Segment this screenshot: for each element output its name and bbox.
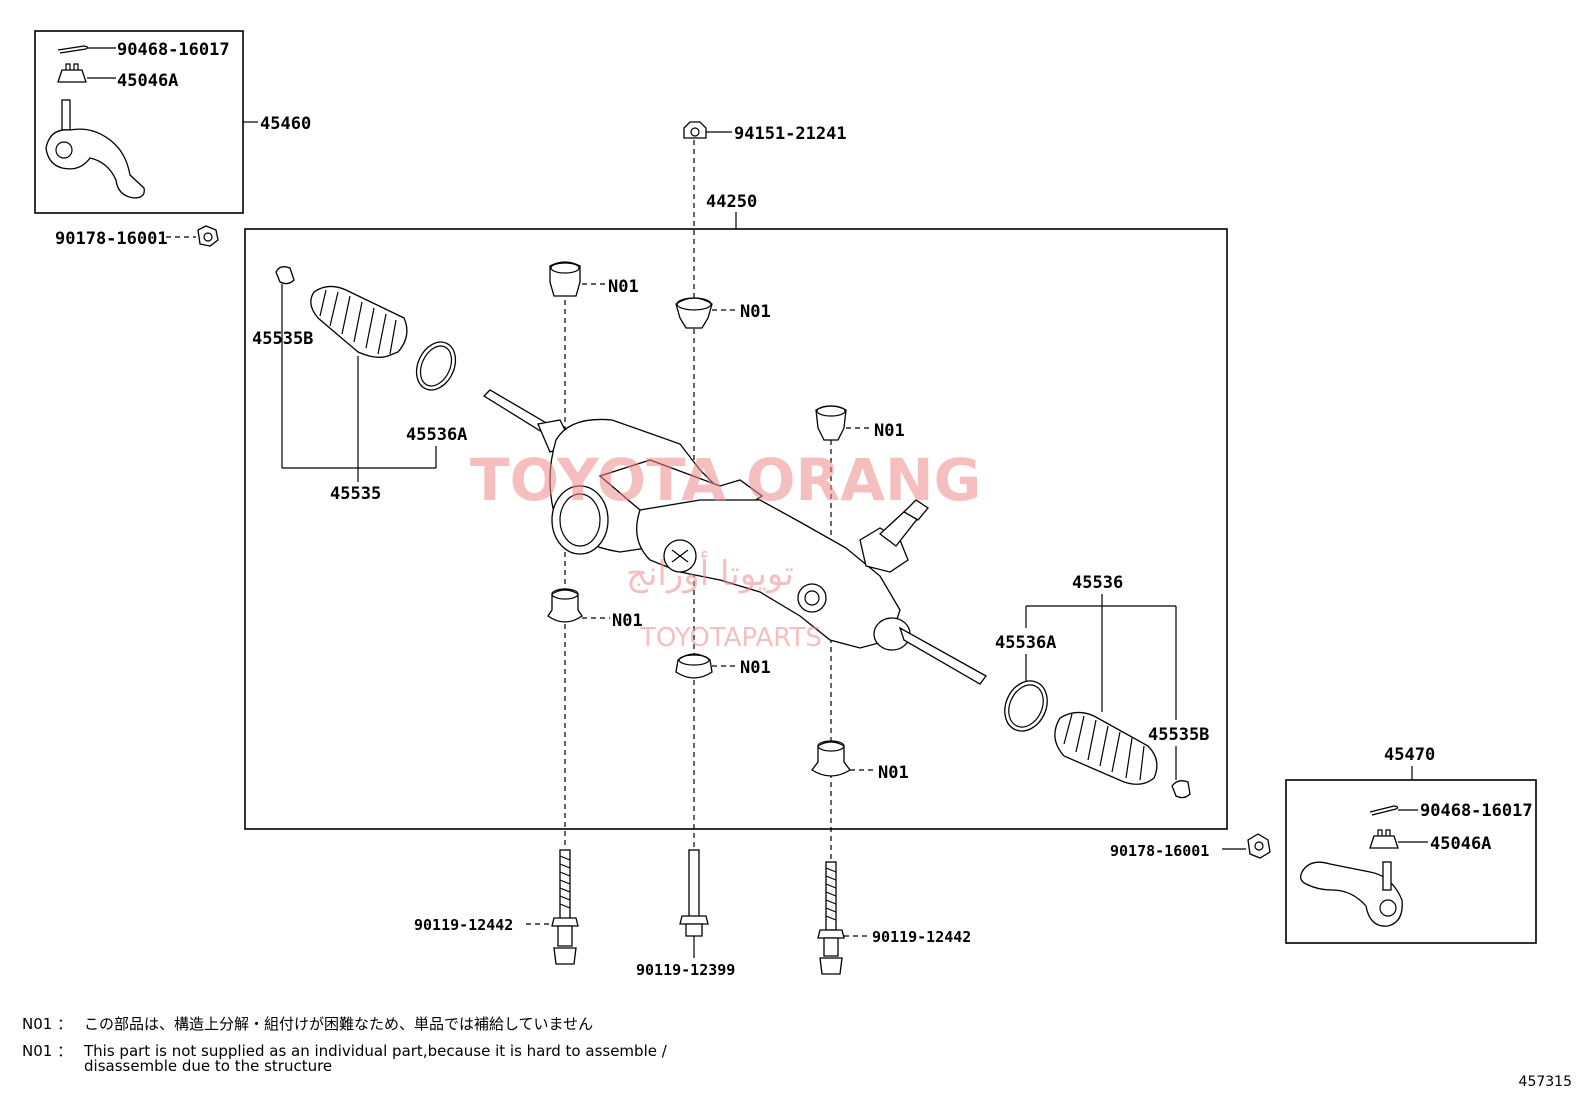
diagram-id: 457315 (1518, 1074, 1572, 1090)
callout-nut-left: 45046A (117, 71, 178, 91)
callout-ring-left: 45536A (406, 425, 467, 445)
callout-clip-left: 45535B (252, 329, 313, 349)
boot-left-icon (310, 285, 408, 358)
callout-ring-right: 45536A (995, 633, 1056, 653)
callout-bolt-left: 90119-12442 (414, 916, 513, 934)
note-english-line2: disassemble due to the structure (84, 1057, 333, 1075)
callout-n01-5: N01 (740, 658, 771, 678)
callout-n01-1: N01 (608, 277, 639, 297)
callout-gear-assy: 44250 (706, 192, 757, 212)
lock-nut-right-icon (1247, 833, 1271, 859)
castle-nut-left-icon (57, 63, 87, 83)
mount-n01-top-right-icon (815, 405, 847, 441)
clip-left-icon (275, 266, 295, 285)
callout-lock-nut-right: 90178-16001 (1110, 842, 1209, 860)
callout-n01-2: N01 (740, 302, 771, 322)
bolt-center-icon (679, 849, 709, 937)
callout-cotter-pin-left: 90468-16017 (117, 40, 230, 60)
watermark-main: TOYOTA ORANG (470, 446, 981, 514)
tie-rod-end-left-icon (45, 99, 145, 199)
mount-n01-lower-left-icon (547, 588, 583, 623)
callout-boot-right: 45536 (1072, 573, 1123, 593)
callout-n01-6: N01 (878, 763, 909, 783)
callout-cotter-pin-right: 90468-16017 (1420, 801, 1533, 821)
mount-n01-top-center-icon (675, 297, 713, 329)
tie-rod-end-right-box (1285, 779, 1537, 944)
callout-clip-right: 45535B (1148, 725, 1209, 745)
callout-tie-rod-end-right: 45470 (1384, 745, 1435, 765)
cotter-pin-left-icon (57, 45, 89, 54)
callout-tie-rod-end-left: 45460 (260, 114, 311, 134)
note-english-text-1: This part is not supplied as an individu… (84, 1042, 667, 1060)
steering-rack-assembly-icon (482, 389, 987, 685)
boot-right-icon (1054, 711, 1158, 785)
note-japanese-text: この部品は、構造上分解・組付けが困難なため、単品では補給していません (84, 1015, 594, 1033)
mount-n01-lower-right-icon (811, 740, 851, 777)
clip-right-icon (1171, 780, 1191, 799)
top-bolt-icon (683, 121, 707, 139)
note-english-code: N01 ： (22, 1042, 73, 1060)
note-japanese: N01 ： この部品は、構造上分解・組付けが困難なため、単品では補給していません (22, 1013, 593, 1034)
note-japanese-code: N01 ： (22, 1015, 73, 1033)
note-english: N01 ： This part is not supplied as an ind… (22, 1040, 667, 1061)
watermark: TOYOTA ORANG تويوتا أورانج TOYOTAPARTS (470, 446, 981, 653)
cotter-pin-right-icon (1369, 805, 1399, 816)
lock-nut-left-icon (197, 225, 219, 247)
ring-left-icon (415, 341, 457, 391)
tie-rod-end-right-icon (1300, 861, 1403, 927)
bolt-right-icon (817, 861, 845, 975)
mount-n01-top-left-icon (549, 261, 581, 297)
callout-boot-left: 45535 (330, 484, 381, 504)
mount-n01-lower-center-icon (675, 653, 713, 679)
callout-bolt-right: 90119-12442 (872, 928, 971, 946)
callout-bolt-center: 90119-12399 (636, 961, 735, 979)
bolt-left-icon (551, 849, 579, 965)
castle-nut-right-icon (1369, 829, 1399, 849)
watermark-arabic: تويوتا أورانج (626, 551, 794, 594)
callout-n01-3: N01 (874, 421, 905, 441)
callout-n01-4: N01 (612, 611, 643, 631)
callout-bolt-top: 94151-21241 (734, 124, 847, 144)
callout-lock-nut-left: 90178-16001 (55, 229, 168, 249)
gear-assy-box (244, 228, 1228, 830)
callout-nut-right: 45046A (1430, 834, 1491, 854)
ring-right-icon (1004, 680, 1048, 732)
watermark-sub: TOYOTAPARTS (639, 623, 822, 653)
